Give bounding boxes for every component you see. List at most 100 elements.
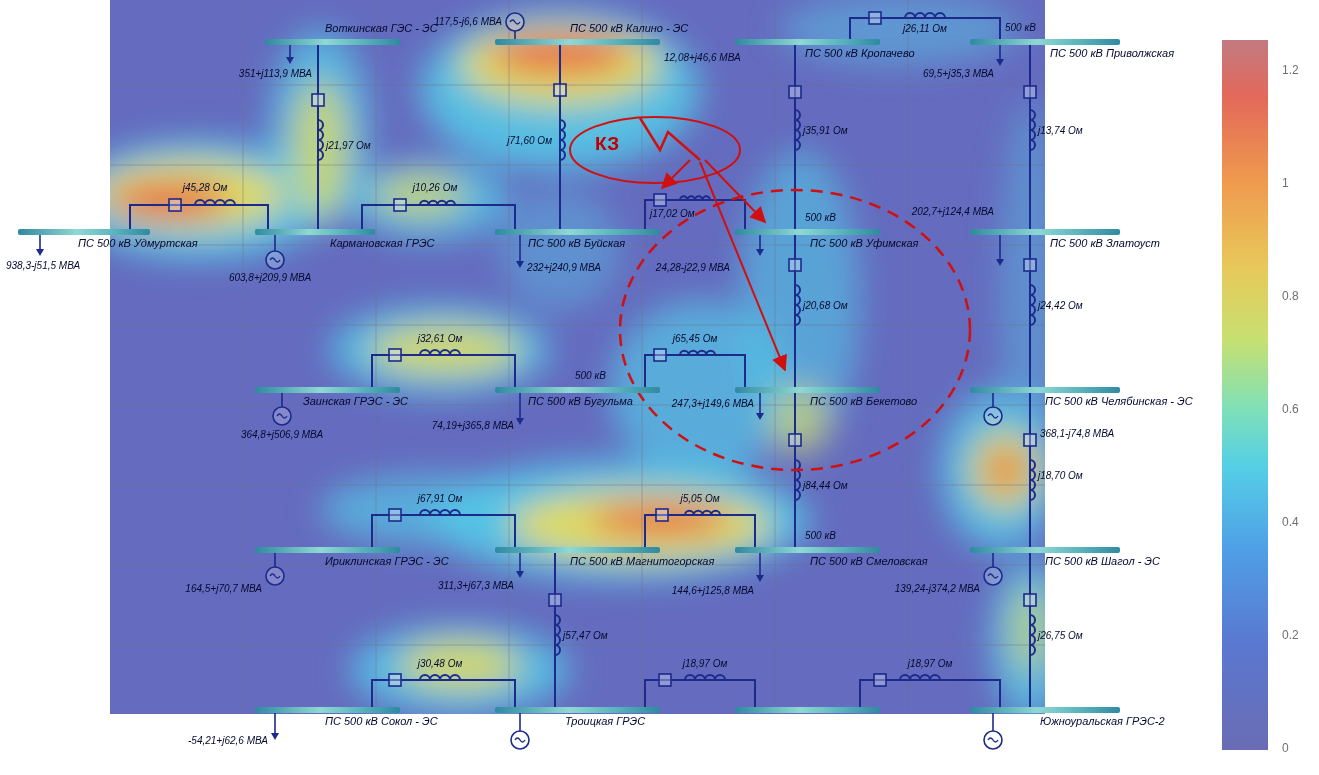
reactor-symbol [1030,285,1035,325]
reactor-symbol [420,201,455,205]
breaker-symbol [659,674,671,686]
bus-name: ПС 500 кВ Уфимская [810,237,918,250]
bus-bar: ПС 500 кВ Челябинская - ЭС [970,387,1120,393]
heatmap [110,0,1045,714]
power-flow-value: 117,5-j6,6 МВА [434,16,502,28]
grid-line [110,85,1045,86]
breaker-symbol [874,674,886,686]
load-arrow [516,393,524,425]
reactor-symbol [795,460,800,500]
bus-name: Воткинская ГЭС - ЭС [325,22,438,35]
heat-spot [350,625,570,714]
bus-name: ПС 500 кВ Кропачево [805,47,915,60]
grid-line [509,0,510,714]
reactor-symbol [195,200,235,205]
bus-name: ПС 500 кВ Бугульма [528,395,633,408]
bus-bar: ПС 500 кВ Шагол - ЭС [970,547,1120,553]
colorbar [1222,40,1268,750]
grid-line [775,0,776,714]
breaker-symbol [389,509,401,521]
heat-spot [370,325,520,375]
reactor-symbol [1030,110,1035,150]
fault-zone [570,117,740,183]
transmission-line [1029,235,1031,387]
bus-name: Заинская ГРЭС - ЭС [303,395,408,408]
breaker-symbol [789,259,801,271]
generator-symbol [266,235,284,269]
bus-bar: Троицкая ГРЭС [495,707,660,713]
power-flow-value: 69,5+j35,3 МВА [923,68,994,80]
impedance-label: j30,48 Ом [418,658,463,670]
impedance-label: j71,60 Ом [507,135,552,147]
bus-name: Ириклинская ГРЭС - ЭС [325,555,449,568]
colorbar-tick: 1.2 [1282,64,1299,78]
breaker-symbol [789,434,801,446]
bus-bar: ПС 500 кВ Бугульма [495,387,660,393]
bus-bar: ПС 500 кВ Калино - ЭС [495,39,660,45]
bus-name: ПС 500 кВ Магнитогорская [570,555,714,568]
impedance-label: j35,91 Ом [803,125,848,137]
power-flow-value: 164,5+j70,7 МВА [185,583,262,595]
heat-spot [110,160,285,230]
grid-line [110,645,1045,646]
impedance-label: j26,11 Ом [903,23,947,35]
grid-line [110,485,1045,486]
impedance-label: j45,28 Ом [183,182,228,194]
grid-line [110,325,1045,326]
colorbar-tick: 0.4 [1282,516,1299,530]
bus-bar: Заинская ГРЭС - ЭС [255,387,400,393]
impedance-label: j5,05 Ом [680,493,719,505]
bus-bar: Южноуральская ГРЭС-2 [970,707,1120,713]
reactor-symbol [685,511,720,515]
voltage-label: 500 кВ [805,212,836,224]
breaker-symbol [1024,86,1036,98]
reactor-symbol [795,110,800,150]
impedance-label: j67,91 Ом [418,493,463,505]
load-arrow [286,45,294,64]
colorbar-tick: 0.6 [1282,403,1299,417]
fault-bolt [640,118,700,160]
colorbar-tick: 0 [1282,742,1289,756]
heat-spot [780,0,1020,65]
heatmap-ground [110,0,1045,714]
bus-bar: ПС 500 кВ Сокол - ЭС [255,707,400,713]
breaker-symbol [1024,594,1036,606]
power-flow-value: 247,3+j149,6 МВА [672,398,754,410]
bus-bar: Ириклинская ГРЭС - ЭС [255,547,400,553]
breaker-symbol [869,12,881,24]
transmission-line [794,235,796,387]
impedance-label: j10,26 Ом [413,182,458,194]
breaker-symbol [389,349,401,361]
transmission-line [794,45,796,229]
bus-name: ПС 500 кВ Буйская [528,237,625,250]
grid-line [243,0,244,714]
transmission-line [130,205,268,229]
power-flow-value: 12,08+j46,6 МВА [664,52,741,64]
bus-name: Троицкая ГРЭС [565,715,645,728]
bus-name: ПС 500 кВ Шагол - ЭС [1045,555,1160,568]
generator-symbol [984,393,1002,425]
breaker-symbol [312,94,324,106]
bus-bar: ПС 500 кВ Смеловская [735,547,880,553]
impedance-label: j24,42 Ом [1038,300,1083,312]
transmission-line [1029,553,1031,707]
bus-bar: ПС 500 кВ Буйская [495,229,660,235]
load-arrow [756,553,764,582]
colorbar-tick: 1 [1282,177,1289,191]
bus-bar: ПС 500 кВ Магнитогорская [495,547,660,553]
breaker-symbol [654,349,666,361]
transmission-line [554,553,556,707]
breaker-symbol [389,674,401,686]
bus-bar: ПС 500 кВ Уфимская [735,229,880,235]
impedance-label: j84,44 Ом [803,480,848,492]
load-arrow [756,235,764,256]
impedance-label: j17,02 Ом [650,208,695,220]
power-flow-value: 139,24-j374,2 МВА [895,583,980,595]
bus-bar: ПС 500 кВ Бекетово [735,387,880,393]
breaker-symbol [789,86,801,98]
power-flow-value: 351+j113,9 МВА [239,68,312,80]
bus-bar: ПС 500 кВ Удмуртская [18,229,150,235]
voltage-label: 500 кВ [1005,22,1036,34]
